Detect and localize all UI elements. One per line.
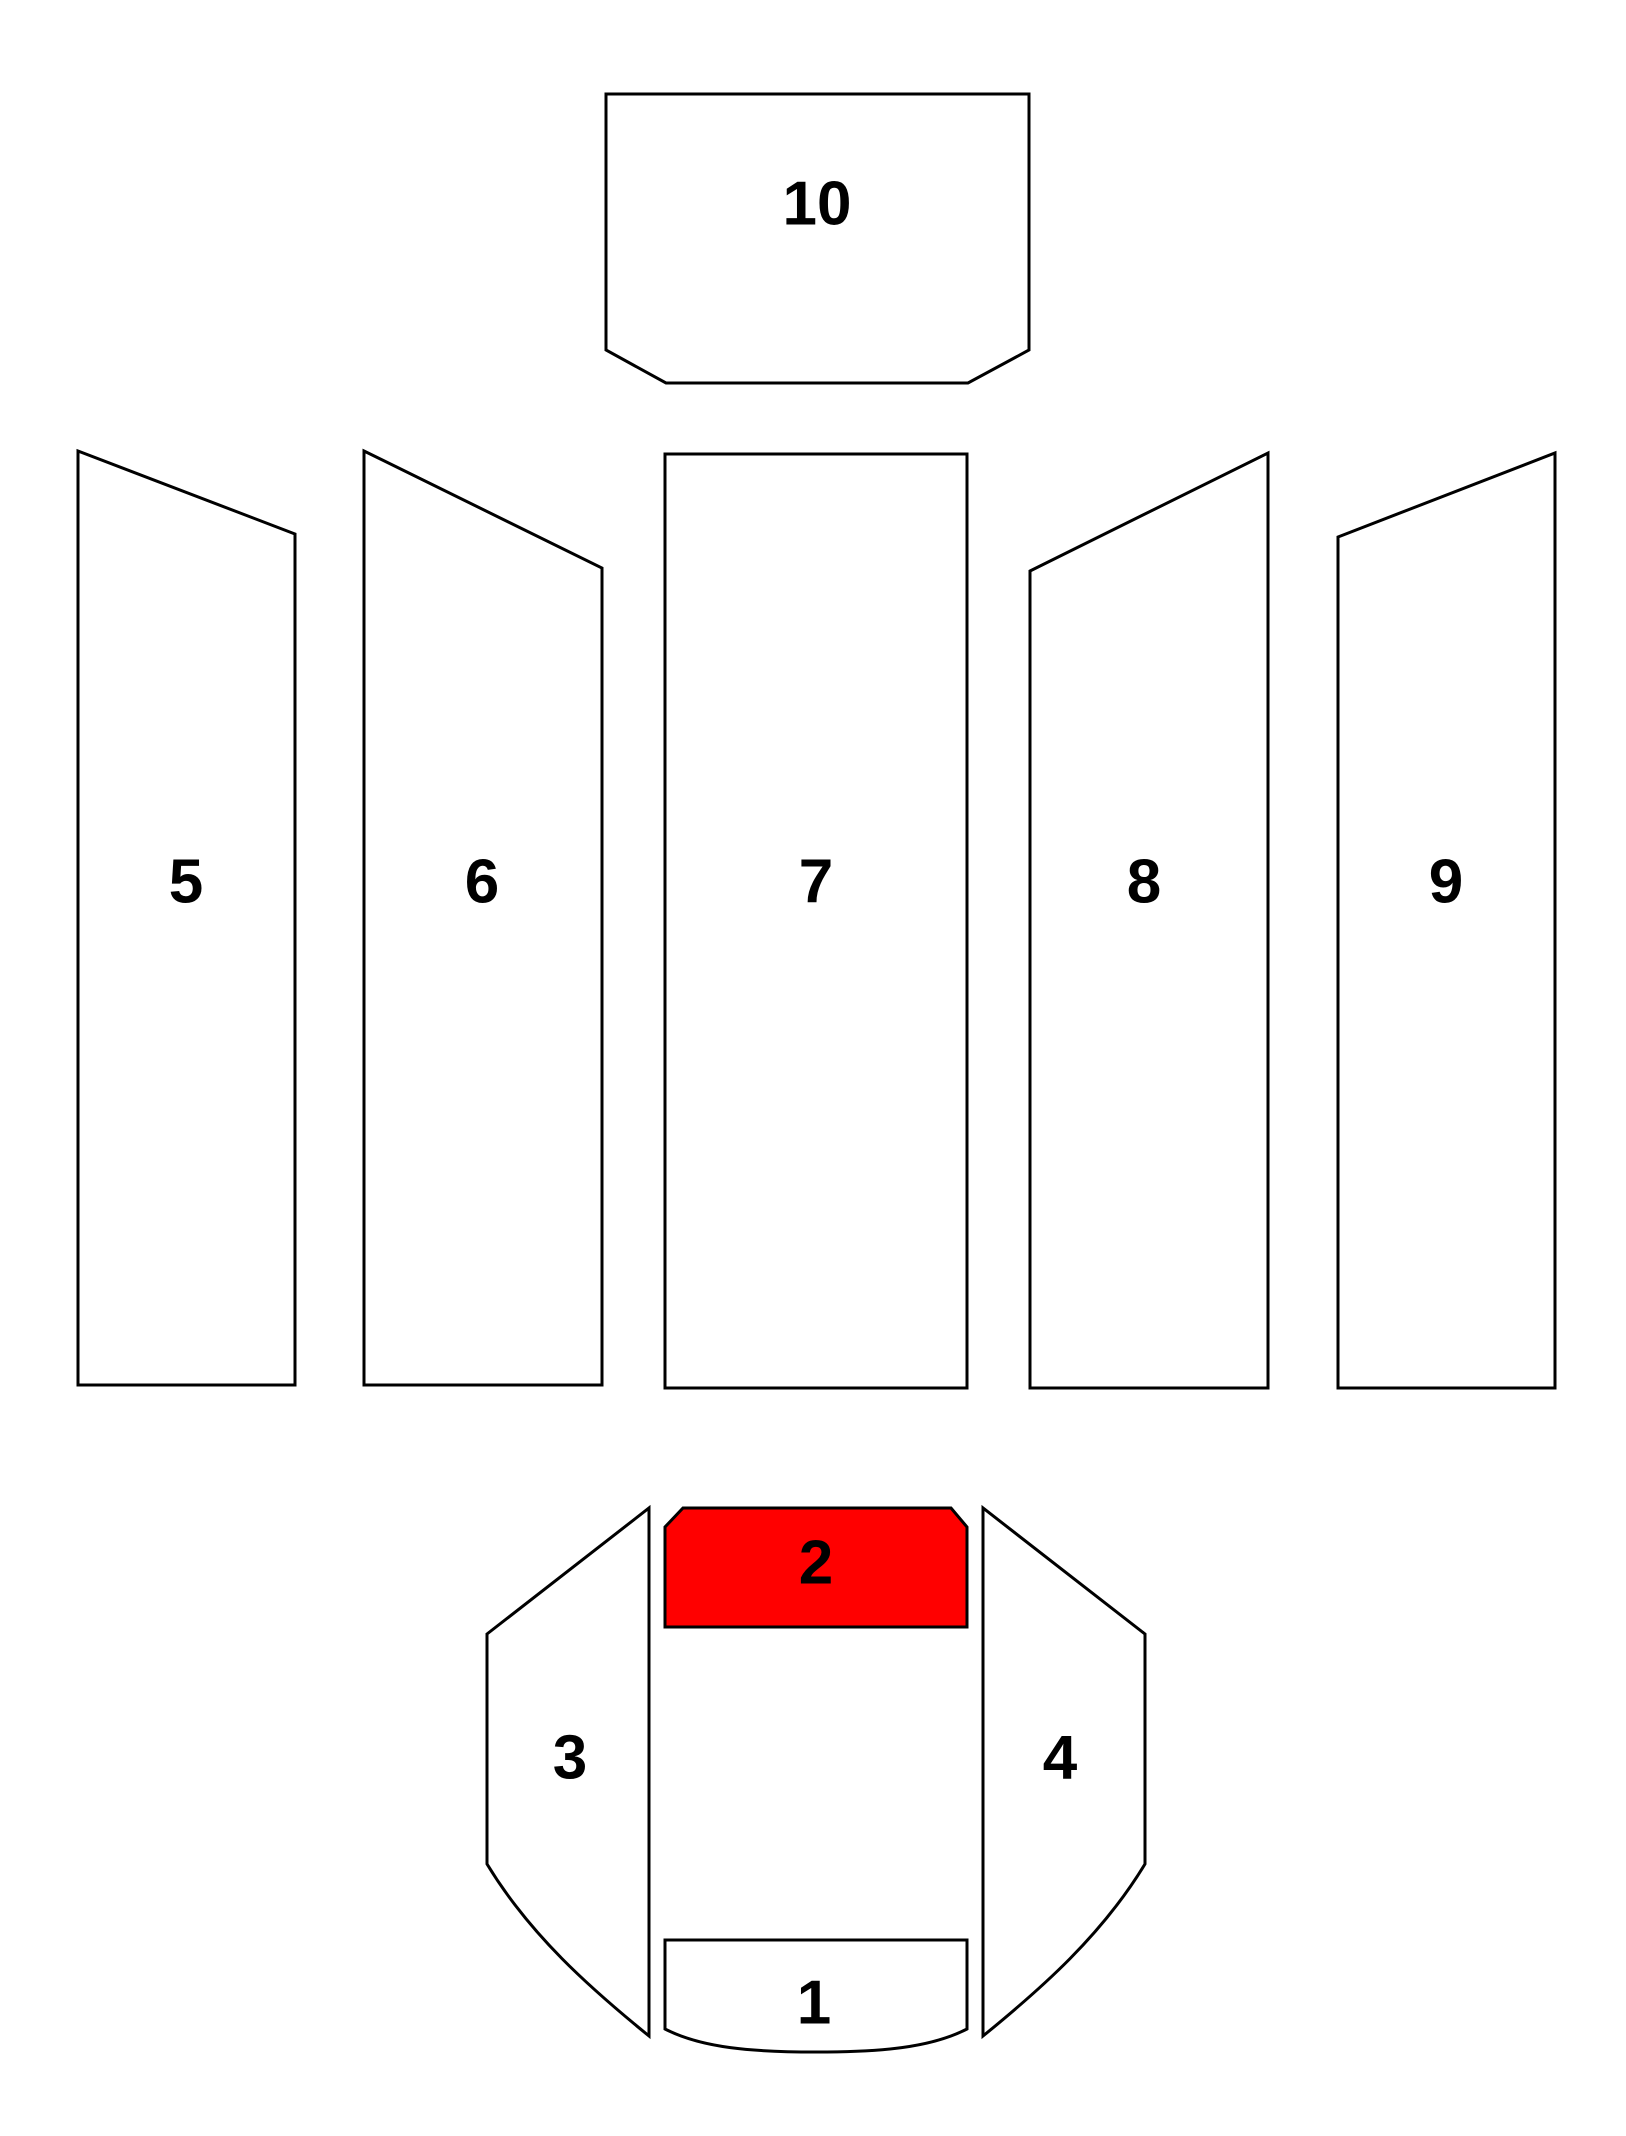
- piece-7-shape: [663, 452, 969, 1390]
- piece-3-shape: [485, 1504, 651, 2040]
- piece-9-label: 9: [1429, 848, 1463, 917]
- piece-6-shape: [362, 448, 604, 1387]
- piece-4-label: 4: [1043, 1724, 1078, 1793]
- piece-3-label: 3: [553, 1724, 587, 1793]
- piece-9-shape: [1336, 450, 1557, 1390]
- piece-7[interactable]: 7: [663, 452, 969, 1390]
- piece-4[interactable]: 4: [981, 1504, 1147, 2040]
- piece-5-shape: [76, 448, 297, 1387]
- piece-10[interactable]: 10: [604, 92, 1031, 385]
- piece-2-shape: [663, 1506, 969, 1629]
- piece-1-label: 1: [797, 1969, 831, 2038]
- piece-4-shape: [981, 1504, 1147, 2040]
- piece-2[interactable]: 2: [663, 1506, 969, 1629]
- piece-8-shape: [1028, 450, 1270, 1390]
- piece-10-label: 10: [783, 170, 852, 239]
- piece-6[interactable]: 6: [362, 448, 604, 1387]
- piece-5-label: 5: [169, 848, 203, 917]
- piece-2-label: 2: [799, 1529, 833, 1598]
- piece-3[interactable]: 3: [485, 1504, 651, 2040]
- piece-8-label: 8: [1127, 848, 1161, 917]
- piece-9[interactable]: 9: [1336, 450, 1557, 1390]
- piece-1-shape: [663, 1938, 969, 2054]
- piece-1[interactable]: 1: [663, 1938, 969, 2054]
- piece-8[interactable]: 8: [1028, 450, 1270, 1390]
- piece-6-label: 6: [465, 848, 499, 917]
- piece-5[interactable]: 5: [76, 448, 297, 1387]
- piece-10-shape: [604, 92, 1031, 385]
- piece-7-label: 7: [799, 848, 833, 917]
